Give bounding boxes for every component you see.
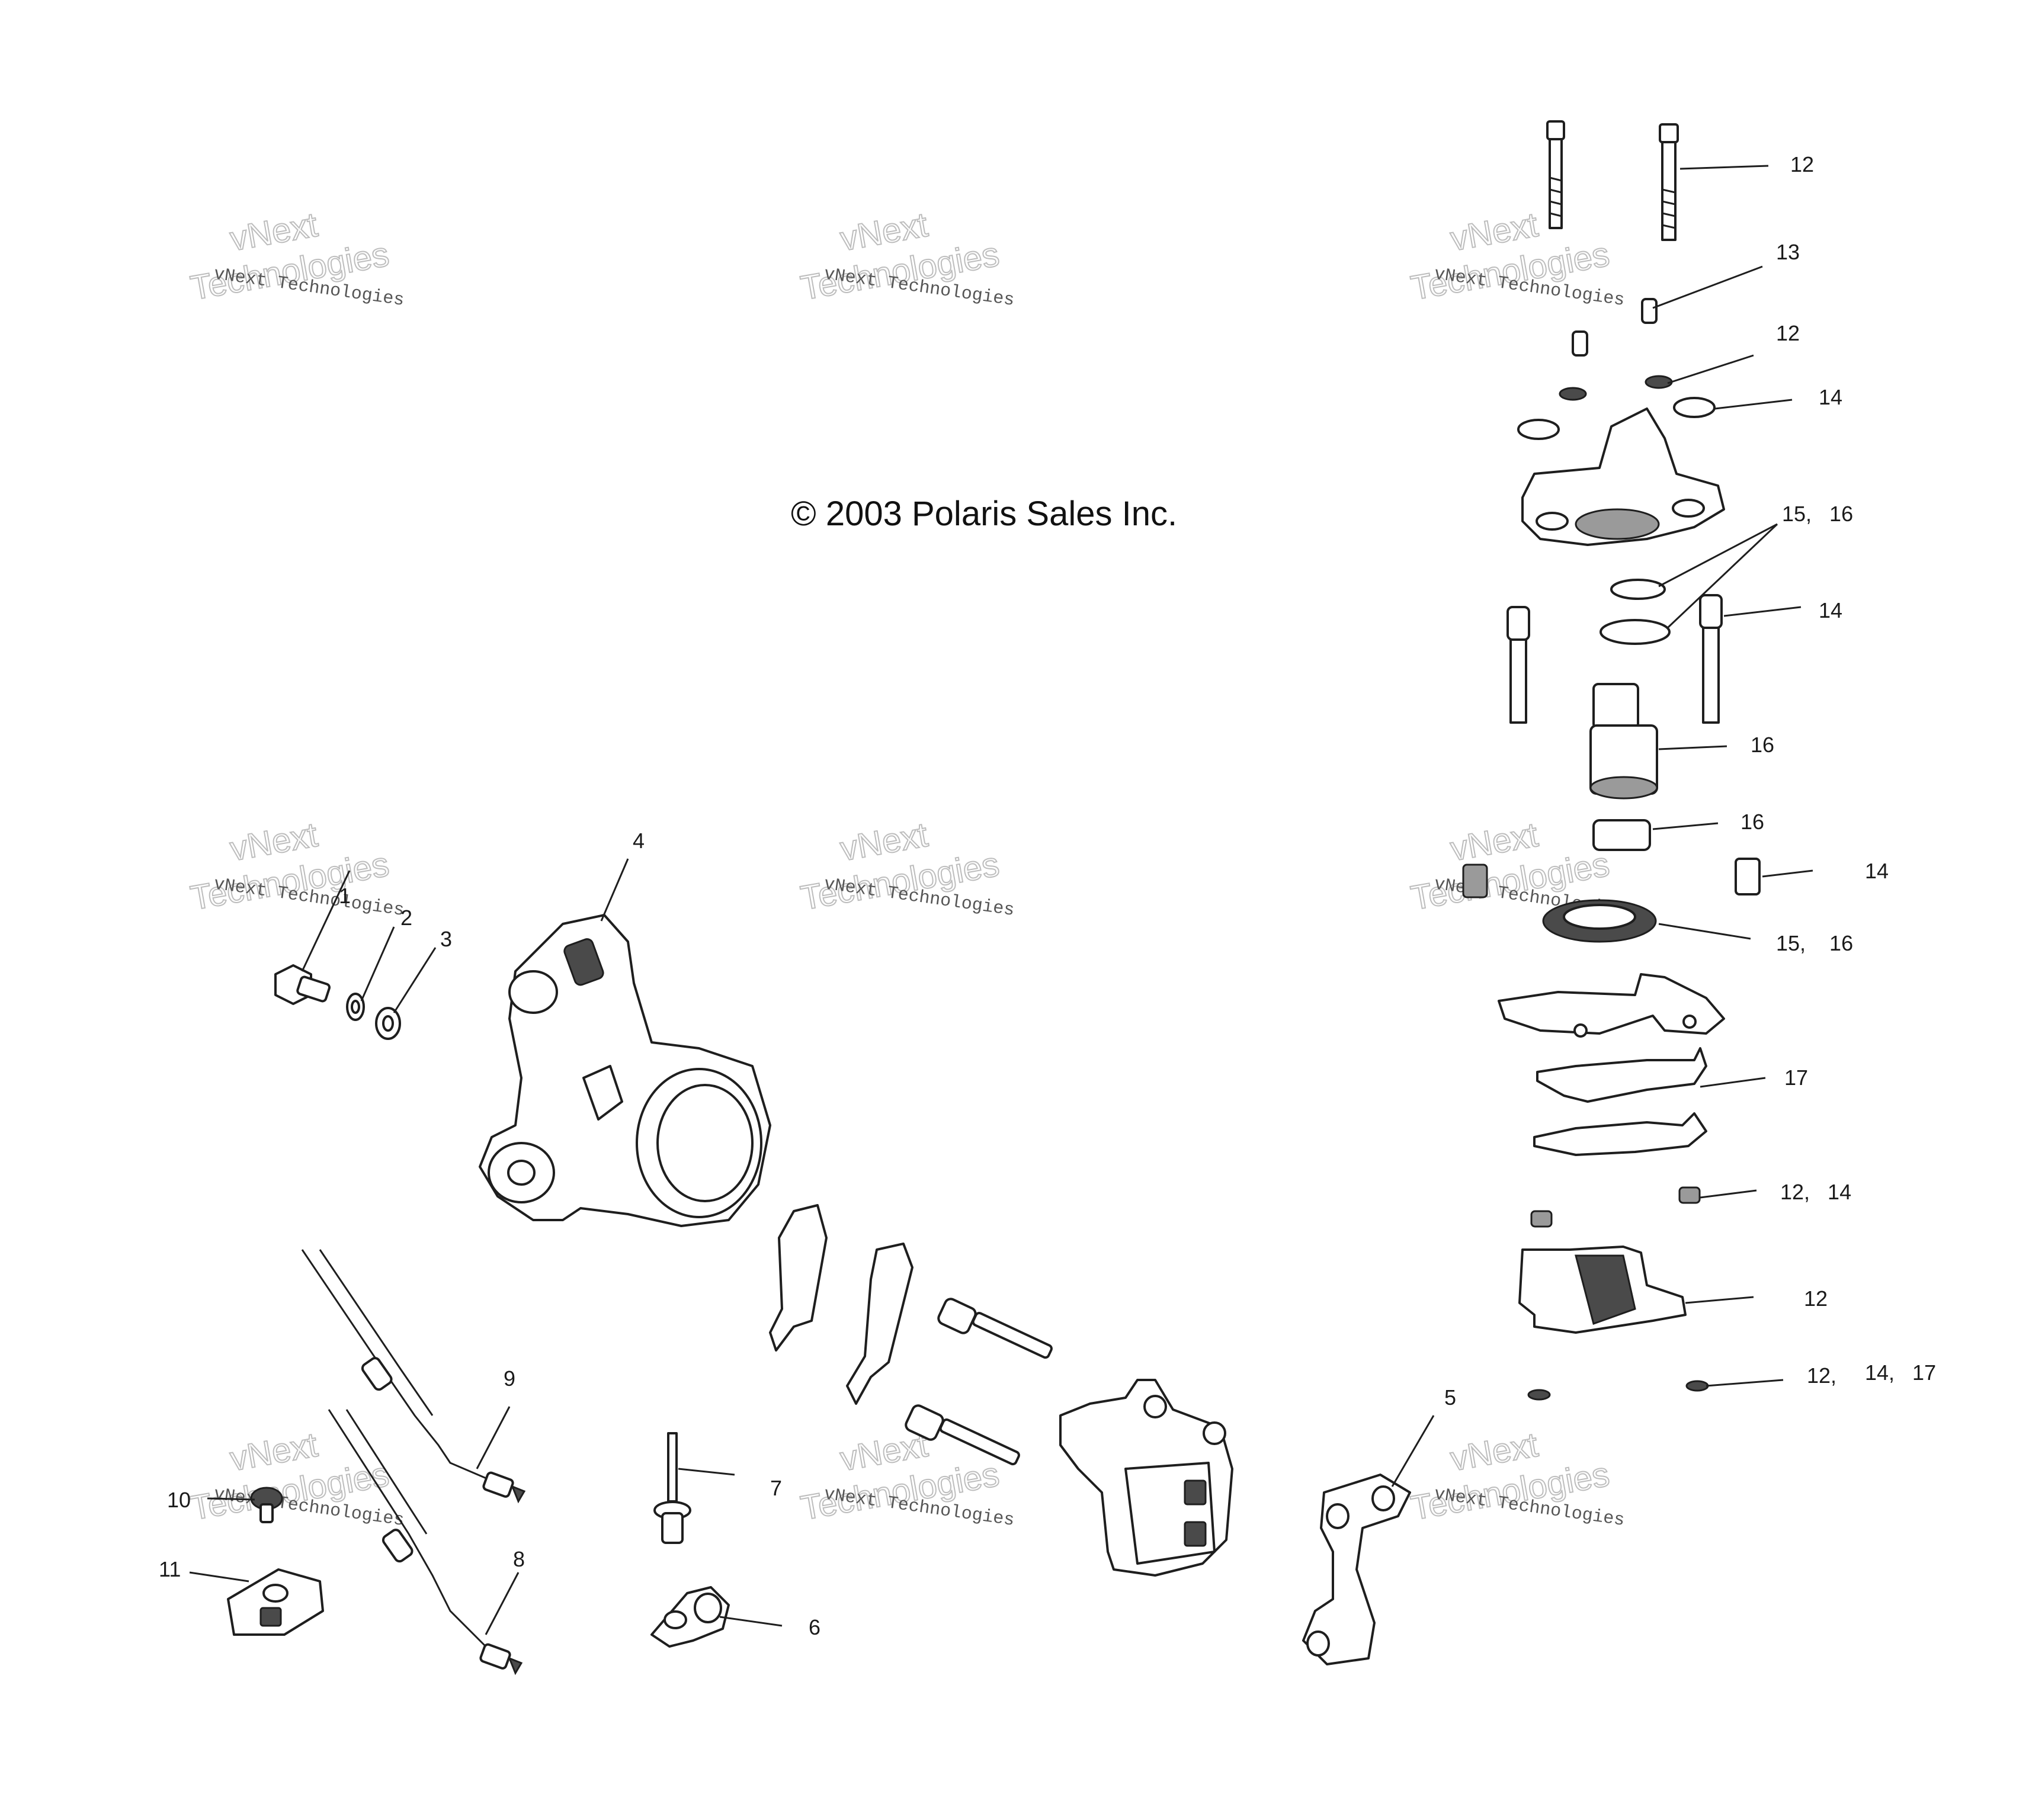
callout-12: 12 — [1776, 321, 1800, 345]
callout-14-17: 14, 17 — [1865, 1360, 1936, 1385]
brake-caliper-assembly — [1059, 1379, 1233, 1577]
part-14-sleeve — [1462, 858, 1761, 898]
callout-2: 2 — [400, 906, 412, 930]
part-14-cap-screw-right — [1699, 594, 1723, 724]
callout-1: 1 — [339, 884, 351, 908]
part-7-rivet — [653, 1432, 691, 1544]
callout-12: 12 — [1804, 1286, 1828, 1311]
callout-12-14: 12, 14 — [1780, 1180, 1851, 1204]
watermark: vNext Technologies vNext Technologies — [187, 815, 405, 921]
part-12-long-bolt-left — [1546, 120, 1565, 229]
part-15-seal-upper — [1600, 579, 1671, 645]
callout-9: 9 — [504, 1366, 515, 1391]
callout-5: 5 — [1444, 1385, 1456, 1410]
callout-11: 11 — [159, 1557, 181, 1581]
watermark: vNext Technologies vNext Technologies — [797, 815, 1015, 921]
caliper-slide-pin-lower — [905, 1404, 1020, 1466]
callout-12: 12, — [1807, 1363, 1836, 1388]
part-9-brake-line — [301, 1249, 526, 1504]
callout-3: 3 — [440, 927, 452, 951]
part-17-brake-pad-lower — [1533, 1112, 1707, 1156]
callout-12: 12 — [1790, 152, 1814, 176]
callout-14: 14 — [1865, 859, 1889, 883]
watermark: vNext Technologies vNext Technologies — [187, 1425, 405, 1531]
part-14-washer — [1517, 397, 1716, 440]
callout-7: 7 — [770, 1476, 782, 1500]
watermark: vNext Technologies vNext Technologies — [187, 205, 405, 311]
caliper-bracket-upper — [1521, 407, 1725, 546]
part-5-bracket-arm — [1302, 1474, 1411, 1665]
part-10-screw — [250, 1487, 283, 1523]
part-12-14-17-nut — [1527, 1380, 1709, 1401]
callout-17: 17 — [1784, 1065, 1808, 1090]
copyright-text: © 2003 Polaris Sales Inc. — [791, 495, 1177, 533]
watermark: vNext Technologies vNext Technologies — [797, 205, 1015, 311]
callout-14: 14 — [1819, 598, 1842, 622]
part-3-flat-washer — [375, 1007, 401, 1040]
part-16-piston-cup — [1592, 819, 1651, 851]
caliper-mount-plate — [1498, 973, 1725, 1038]
leader-lines — [189, 165, 1813, 1635]
callout-13: 13 — [1776, 240, 1800, 264]
callout-16: 16 — [1751, 733, 1774, 757]
part-2-lock-washer — [346, 993, 365, 1021]
brake-pad-left — [769, 1204, 828, 1352]
part-12-small-nut — [1559, 375, 1673, 401]
watermark: vNext Technologies vNext Technologies — [1408, 205, 1626, 311]
callout-labels: 12 13 12 14 15, 16 14 16 16 14 15, 16 17… — [159, 152, 1936, 1639]
callout-15-16: 15, 16 — [1782, 502, 1853, 526]
part-11-retainer-clip — [227, 1568, 324, 1636]
callout-6: 6 — [809, 1615, 820, 1639]
part-12-caliper-body-lower — [1518, 1246, 1687, 1334]
watermark: vNext Technologies vNext Technologies — [1408, 1425, 1626, 1531]
part-16-piston — [1589, 683, 1658, 800]
brake-pad-right — [846, 1243, 913, 1405]
callout-16: 16 — [1740, 810, 1764, 834]
caliper-slide-pin-upper — [937, 1298, 1053, 1359]
watermark-group: vNext Technologies vNext Technologies vN… — [187, 205, 1626, 1531]
callout-15-16: 15, 16 — [1776, 931, 1853, 955]
part-12-long-bolt-right — [1659, 123, 1679, 241]
callout-14: 14 — [1819, 385, 1842, 409]
callout-10: 10 — [167, 1488, 191, 1512]
part-14-cap-screw-left — [1506, 606, 1530, 724]
part-13-bleeder-valve — [1572, 298, 1658, 357]
part-6-cable-clamp — [650, 1586, 730, 1648]
part-1-hex-bolt — [274, 964, 331, 1005]
part-8-brake-line — [328, 1409, 523, 1675]
part-12-bushing — [1530, 1186, 1701, 1228]
watermark: vNext Technologies vNext Technologies — [797, 1425, 1015, 1531]
callout-8: 8 — [513, 1547, 525, 1571]
part-17-brake-pad-upper — [1536, 1047, 1707, 1103]
part-15-seal-lower — [1542, 899, 1657, 943]
callout-4: 4 — [633, 829, 645, 853]
part-4-knuckle-housing — [479, 914, 771, 1227]
